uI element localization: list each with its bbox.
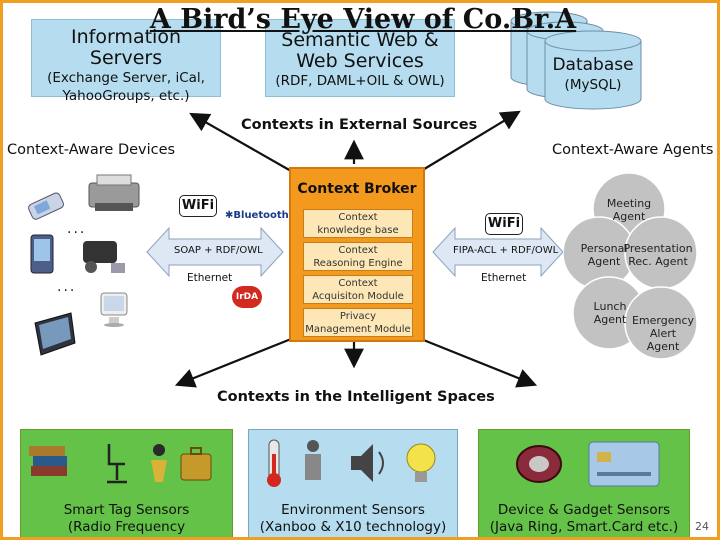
heading-context-aware-agents: Context-Aware Agents xyxy=(552,142,714,158)
agent-circles xyxy=(563,172,698,360)
context-broker-title: Context Broker xyxy=(297,181,417,197)
module-knowledge-base: Context knowledge base xyxy=(303,209,413,238)
person-icon xyxy=(151,444,167,482)
module-reasoning-engine: Context Reasoning Engine xyxy=(303,242,413,271)
left-protocol-label: SOAP + RDF/OWL xyxy=(174,245,263,256)
slide-title: A Bird’s Eye View of Co.Br.A xyxy=(149,4,577,35)
database-icon xyxy=(510,11,642,110)
smart-tag-illustration xyxy=(29,444,212,484)
suitcase-icon xyxy=(180,447,212,481)
agent-personal: Personal Agent xyxy=(579,242,629,268)
speaker-icon xyxy=(351,444,384,482)
environment-illustration xyxy=(267,439,436,487)
agent-personal-line1: Personal xyxy=(580,242,628,255)
bluetooth-text: Bluetooth xyxy=(233,210,289,221)
information-servers-box: Information Servers (Exchange Server, iC… xyxy=(31,19,221,104)
right-protocol-label: FIPA-ACL + RDF/OWL xyxy=(453,245,559,256)
wifi-logo-right: WiFi xyxy=(485,213,523,235)
phone-icon xyxy=(28,192,65,220)
agent-meeting-line1: Meeting xyxy=(606,197,652,210)
smart-tag-subtitle: (Radio Frequency Identification) xyxy=(67,519,186,537)
database-label: Database (MySQL) xyxy=(545,55,641,94)
module-privacy-line2: Management Module xyxy=(305,324,411,335)
ethernet-label-right: Ethernet xyxy=(481,272,527,284)
agent-presentation-line2: Rec. Agent xyxy=(628,255,688,268)
agent-emergency-line3: Agent xyxy=(646,340,680,353)
agent-meeting-line2: Agent xyxy=(612,210,646,223)
camcorder-icon xyxy=(83,241,125,273)
agent-emergency-line1: Emergency xyxy=(631,314,695,327)
semantic-web-title-1: Semantic Web & xyxy=(281,29,439,51)
information-servers-examples-1: (Exchange Server, iCal, xyxy=(47,70,205,86)
agent-presentation: Presentation Rec. Agent xyxy=(623,242,693,268)
bluetooth-icon: ✱ xyxy=(225,210,234,221)
device-gadget-illustration xyxy=(516,441,660,487)
environment-subtitle: (Xanboo & X10 technology) xyxy=(259,519,447,535)
devices-ellipsis-2: ... xyxy=(57,279,77,295)
sensor-environment: Environment Sensors (Xanboo & X10 techno… xyxy=(248,429,458,537)
laptop-icon xyxy=(34,312,76,356)
module-privacy: Privacy Management Module xyxy=(303,308,413,337)
page-number: 24 xyxy=(695,520,709,533)
semantic-web-title-2: Web Services xyxy=(296,50,424,72)
device-gadget-title: Device & Gadget Sensors xyxy=(497,502,671,518)
semantic-web-box: Semantic Web & Web Services (RDF, DAML+O… xyxy=(265,19,455,97)
ethernet-label-left: Ethernet xyxy=(187,272,233,284)
module-acquisition-line2: Acquisiton Module xyxy=(312,291,404,302)
agent-emergency-line2: Alert xyxy=(649,327,677,340)
environment-text: Environment Sensors (Xanboo & X10 techno… xyxy=(249,502,457,536)
module-knowledge-base-line2: knowledge base xyxy=(317,225,399,236)
heading-intelligent-spaces: Contexts in the Intelligent Spaces xyxy=(217,389,495,405)
agent-lunch-line2: Agent xyxy=(593,313,627,326)
smart-card-icon xyxy=(588,441,660,487)
connection-arrows xyxy=(146,110,564,388)
agent-personal-line2: Agent xyxy=(587,255,621,268)
smart-tag-title: Smart Tag Sensors xyxy=(63,502,190,518)
lightbulb-icon xyxy=(406,443,436,482)
database-title: Database xyxy=(552,55,634,75)
sensor-device-gadget: Device & Gadget Sensors (Java Ring, Smar… xyxy=(478,429,690,537)
environment-title: Environment Sensors xyxy=(281,502,425,518)
module-acquisition-line1: Context xyxy=(338,278,378,289)
irda-logo: IrDA xyxy=(232,286,262,308)
module-reasoning-engine-line2: Reasoning Engine xyxy=(313,258,403,269)
agent-meeting: Meeting Agent xyxy=(591,197,667,223)
semantic-web-subtitle: (RDF, DAML+OIL & OWL) xyxy=(275,73,445,89)
devices-ellipsis-1: ... xyxy=(67,221,87,237)
bluetooth-label: ✱Bluetooth xyxy=(225,210,289,221)
database-subtitle: (MySQL) xyxy=(564,77,622,93)
wifi-logo-left: WiFi xyxy=(179,195,217,217)
devices-illustration xyxy=(28,174,140,356)
smart-tag-text: Smart Tag Sensors (Radio Frequency Ident… xyxy=(21,502,232,537)
information-servers-title: Information Servers xyxy=(71,26,181,69)
imac-icon xyxy=(100,292,128,327)
device-gadget-subtitle: (Java Ring, Smart.Card etc.) xyxy=(489,519,679,535)
printer-icon xyxy=(88,174,140,211)
module-privacy-line1: Privacy xyxy=(339,311,377,322)
agent-lunch-line1: Lunch xyxy=(593,300,627,313)
device-gadget-text: Device & Gadget Sensors (Java Ring, Smar… xyxy=(479,502,689,536)
books-icon xyxy=(29,446,67,476)
module-acquisition: Context Acquisiton Module xyxy=(303,275,413,304)
sensor-smart-tag: Smart Tag Sensors (Radio Frequency Ident… xyxy=(20,429,233,537)
context-broker: Context Broker Context knowledge base Co… xyxy=(289,167,425,342)
camera-icon xyxy=(305,440,321,480)
module-reasoning-engine-line1: Context xyxy=(338,245,378,256)
pda-icon xyxy=(30,234,54,274)
thermometer-icon xyxy=(267,439,281,487)
information-servers-examples-2: YahooGroups, etc.) xyxy=(62,88,190,104)
irda-text: IrDA xyxy=(235,292,259,302)
agent-lunch: Lunch Agent xyxy=(585,300,635,326)
agent-presentation-line1: Presentation xyxy=(623,242,693,255)
heading-external-sources: Contexts in External Sources xyxy=(241,117,478,133)
chair-icon xyxy=(107,444,127,484)
java-ring-icon xyxy=(516,445,562,483)
module-knowledge-base-line1: Context xyxy=(338,212,378,223)
agent-emergency: Emergency Alert Agent xyxy=(630,314,696,353)
heading-context-aware-devices: Context-Aware Devices xyxy=(7,142,176,158)
